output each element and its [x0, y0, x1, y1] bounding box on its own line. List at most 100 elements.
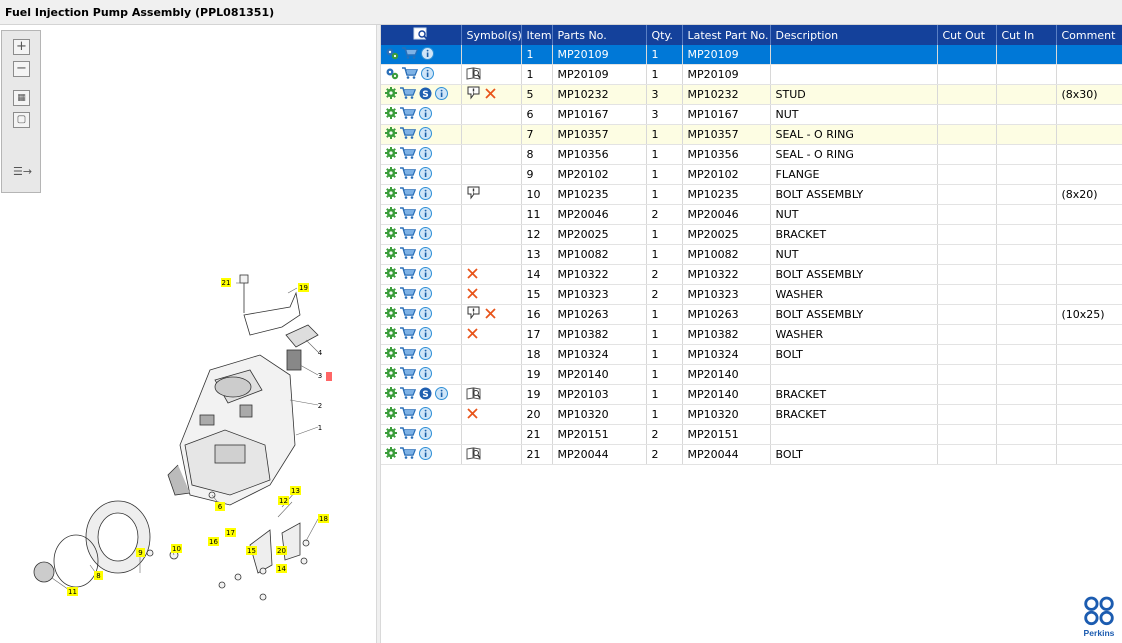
info-icon[interactable] — [419, 446, 432, 463]
cart-icon[interactable] — [400, 327, 417, 342]
gears-icon[interactable] — [385, 47, 399, 63]
cart-icon[interactable] — [402, 67, 419, 82]
info-icon[interactable] — [419, 166, 432, 183]
comment-balloon-icon[interactable] — [466, 186, 481, 203]
info-icon[interactable] — [419, 346, 432, 363]
cart-icon[interactable] — [400, 287, 417, 302]
column-header-symbols[interactable]: Symbol(s) — [461, 25, 522, 45]
gear-icon[interactable] — [385, 167, 397, 182]
gear-icon[interactable] — [385, 367, 397, 382]
gear-icon[interactable] — [385, 307, 397, 322]
book-search-icon[interactable] — [466, 66, 482, 83]
exploded-diagram[interactable]: 21 19 4 3 2 1 6 13 12 18 17 16 15 20 14 … — [0, 25, 376, 643]
gear-icon[interactable] — [385, 207, 397, 222]
cart-icon[interactable] — [400, 447, 417, 462]
cart-icon[interactable] — [402, 47, 419, 62]
info-icon[interactable] — [435, 86, 448, 103]
fit-window-button[interactable]: ▢ — [13, 112, 30, 128]
column-header-comment[interactable]: Comment — [1056, 25, 1122, 45]
gear-icon[interactable] — [385, 87, 397, 102]
info-icon[interactable] — [419, 286, 432, 303]
info-icon[interactable] — [419, 106, 432, 123]
cart-icon[interactable] — [400, 367, 417, 382]
gear-icon[interactable] — [385, 187, 397, 202]
column-header-item[interactable]: Item — [521, 25, 553, 45]
gears-icon[interactable] — [385, 67, 399, 83]
cart-icon[interactable] — [400, 407, 417, 422]
zoom-in-button[interactable]: + — [13, 39, 30, 55]
book-search-icon[interactable] — [466, 386, 482, 403]
column-header-actions[interactable] — [381, 25, 462, 45]
gear-icon[interactable] — [385, 127, 397, 142]
info-icon[interactable] — [419, 326, 432, 343]
info-icon[interactable] — [419, 426, 432, 443]
gear-icon[interactable] — [385, 387, 397, 402]
column-header-cut-in[interactable]: Cut In — [996, 25, 1057, 45]
cart-icon[interactable] — [400, 207, 417, 222]
info-icon[interactable] — [419, 266, 432, 283]
info-icon[interactable] — [419, 146, 432, 163]
gear-icon[interactable] — [385, 407, 397, 422]
gear-icon[interactable] — [385, 327, 397, 342]
cart-icon[interactable] — [400, 127, 417, 142]
cart-icon[interactable] — [400, 227, 417, 242]
info-icon[interactable] — [419, 306, 432, 323]
cart-icon[interactable] — [400, 187, 417, 202]
column-header-qty[interactable]: Qty. — [646, 25, 683, 45]
info-icon[interactable] — [419, 226, 432, 243]
info-icon[interactable] — [435, 386, 448, 403]
info-icon[interactable] — [419, 186, 432, 203]
pane-splitter[interactable] — [376, 25, 381, 643]
cart-icon[interactable] — [400, 387, 417, 402]
column-header-parts-no[interactable]: Parts No. — [552, 25, 647, 45]
info-icon[interactable] — [419, 206, 432, 223]
cart-icon[interactable] — [400, 427, 417, 442]
column-header-cut-out[interactable]: Cut Out — [937, 25, 997, 45]
gear-icon[interactable] — [385, 427, 397, 442]
column-header-description[interactable]: Description — [770, 25, 938, 45]
gear-icon[interactable] — [385, 147, 397, 162]
gear-icon[interactable] — [385, 227, 397, 242]
comment-balloon-icon[interactable] — [466, 86, 481, 103]
cart-icon[interactable] — [400, 107, 417, 122]
zoom-out-button[interactable]: − — [13, 61, 30, 77]
info-icon[interactable] — [419, 406, 432, 423]
info-icon[interactable] — [421, 46, 434, 63]
cart-icon[interactable] — [400, 87, 417, 102]
gear-icon[interactable] — [385, 447, 397, 462]
comment-balloon-icon[interactable] — [466, 306, 481, 323]
column-header-latest-part-no[interactable]: Latest Part No. — [682, 25, 771, 45]
fit-all-button[interactable]: ▦ — [13, 90, 30, 106]
gear-icon[interactable] — [385, 107, 397, 122]
cart-icon[interactable] — [400, 147, 417, 162]
s-badge-icon[interactable]: S — [419, 387, 432, 403]
cart-icon[interactable] — [400, 167, 417, 182]
cart-icon[interactable] — [400, 267, 417, 282]
cart-icon[interactable] — [400, 247, 417, 262]
gear-icon[interactable] — [385, 287, 397, 302]
toggle-panel-button[interactable]: ☰→ — [13, 165, 32, 181]
gear-icon[interactable] — [385, 267, 397, 282]
info-icon[interactable] — [419, 366, 432, 383]
gear-icon[interactable] — [385, 347, 397, 362]
book-search-icon[interactable] — [466, 446, 482, 463]
